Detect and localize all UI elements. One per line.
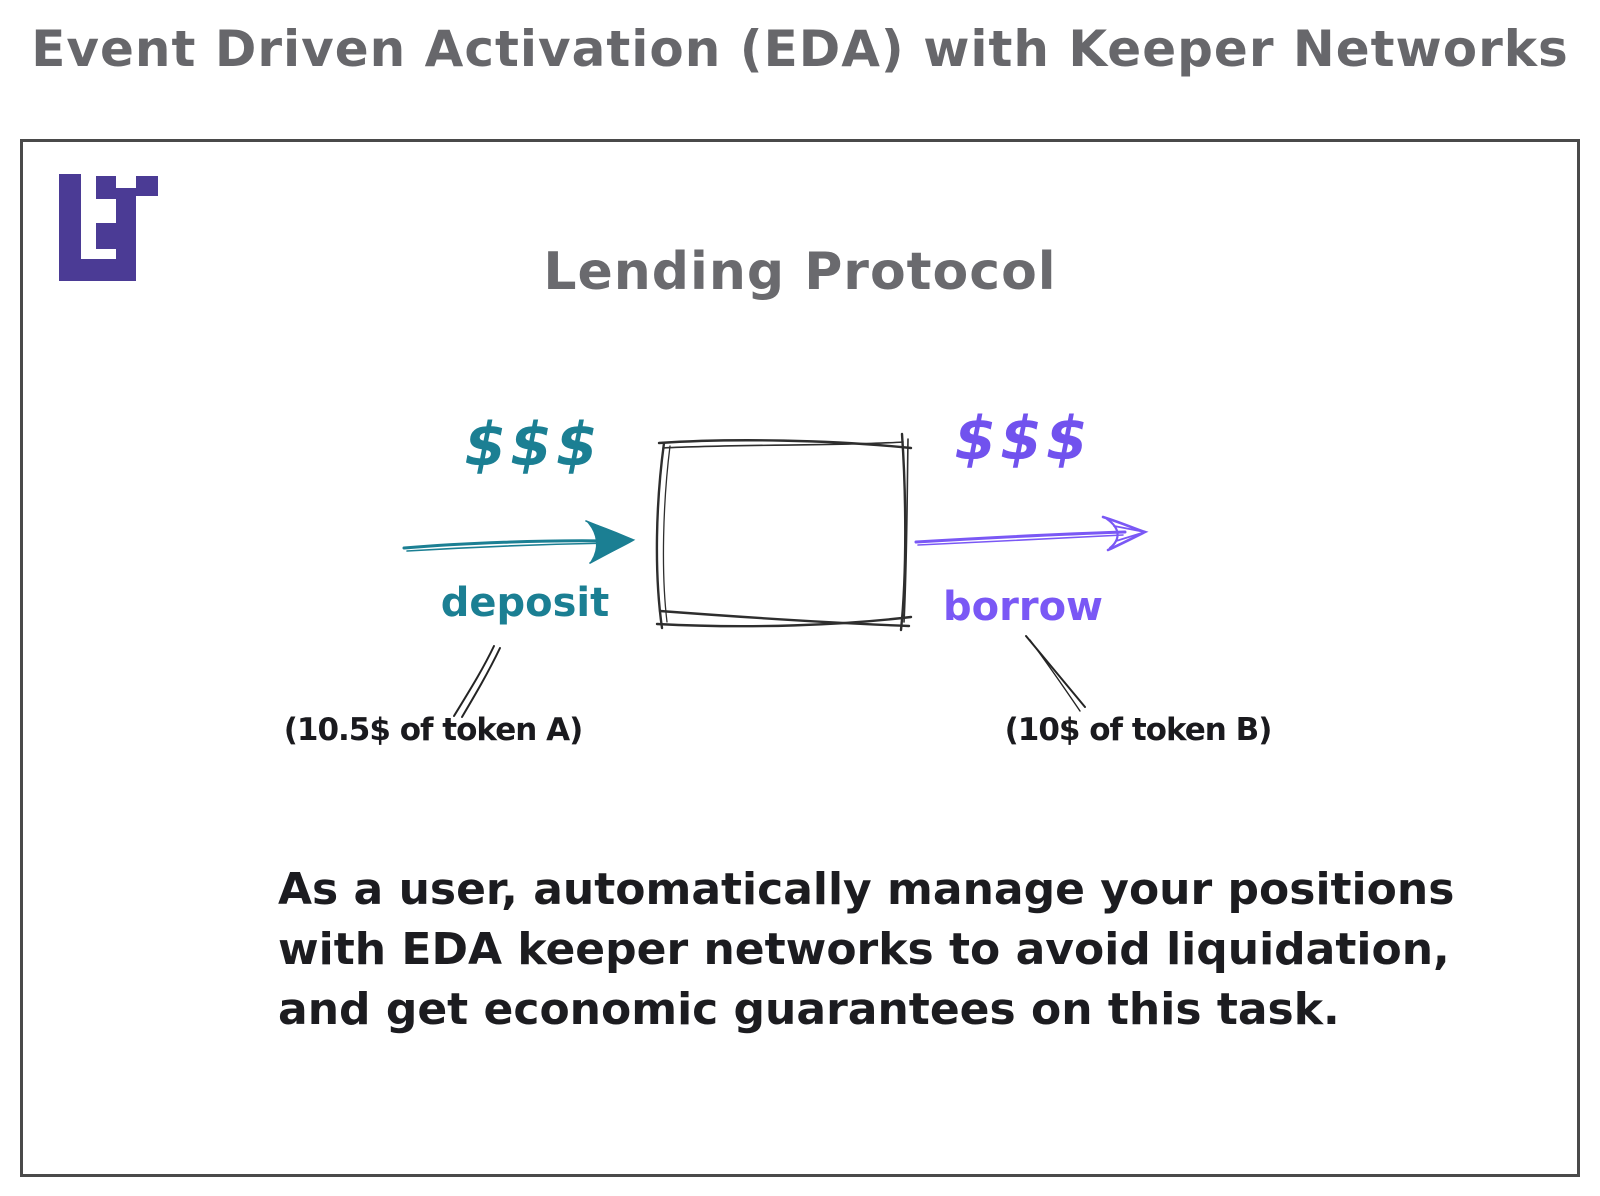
caption-line-2: with EDA keeper networks to avoid liquid…	[278, 924, 1450, 975]
protocol-heading: Lending Protocol	[543, 242, 1057, 302]
sketch-box-icon	[655, 432, 913, 632]
deposit-label: deposit	[440, 580, 610, 626]
borrow-note: (10$ of token B)	[1004, 712, 1273, 748]
deposit-amount: $$$	[464, 410, 602, 480]
pixel-l-logo-icon	[59, 174, 158, 281]
diagram-frame: Lending Protocol	[20, 139, 1580, 1177]
caption: As a user, automatically manage your pos…	[278, 860, 1478, 1040]
page-title: Event Driven Activation (EDA) with Keepe…	[31, 20, 1569, 78]
caption-line-3: and get economic guarantees on this task…	[278, 984, 1340, 1035]
borrow-note-connector	[1025, 635, 1086, 712]
borrow-label: borrow	[943, 584, 1103, 630]
arrow-right-violet-icon	[914, 515, 1149, 552]
deposit-note-connector	[453, 645, 501, 718]
diagram-sketch-layer	[402, 432, 1149, 718]
borrow-amount: $$$	[954, 404, 1092, 474]
deposit-note: (10.5$ of token A)	[283, 712, 584, 748]
arrow-right-teal-icon	[402, 520, 636, 564]
caption-line-1: As a user, automatically manage your pos…	[278, 864, 1455, 915]
